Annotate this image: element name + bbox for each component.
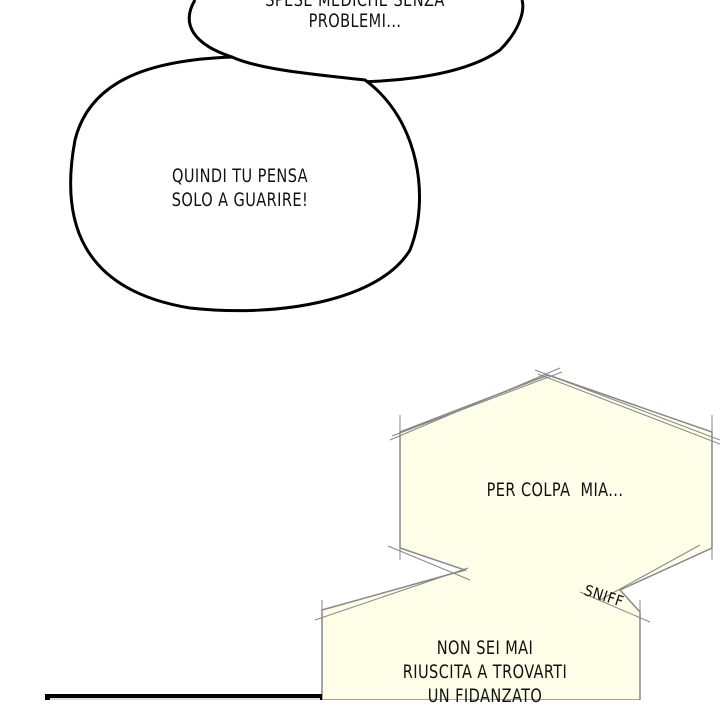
bubble-top-line1: SPESE MEDICHE SENZA — [265, 0, 445, 11]
comic-panel-edge — [45, 694, 322, 700]
caption-hex-text: PER COLPA MIA... — [486, 479, 624, 501]
speech-bubble-middle — [69, 55, 421, 313]
caption-box-line1: NON SEI MAI — [436, 637, 534, 659]
bubble-top-line2: PROBLEMI... — [308, 10, 402, 32]
caption-box-line2: RIUSCITA A TROVARTI — [402, 661, 568, 683]
caption-box-line3: UN FIDANZATO — [427, 685, 543, 707]
bubble-middle-line1: QUINDI TU PENSA — [171, 165, 309, 187]
bubble-middle-line2: SOLO A GUARIRE! — [171, 189, 309, 211]
caption-frame-lines — [314, 367, 720, 700]
